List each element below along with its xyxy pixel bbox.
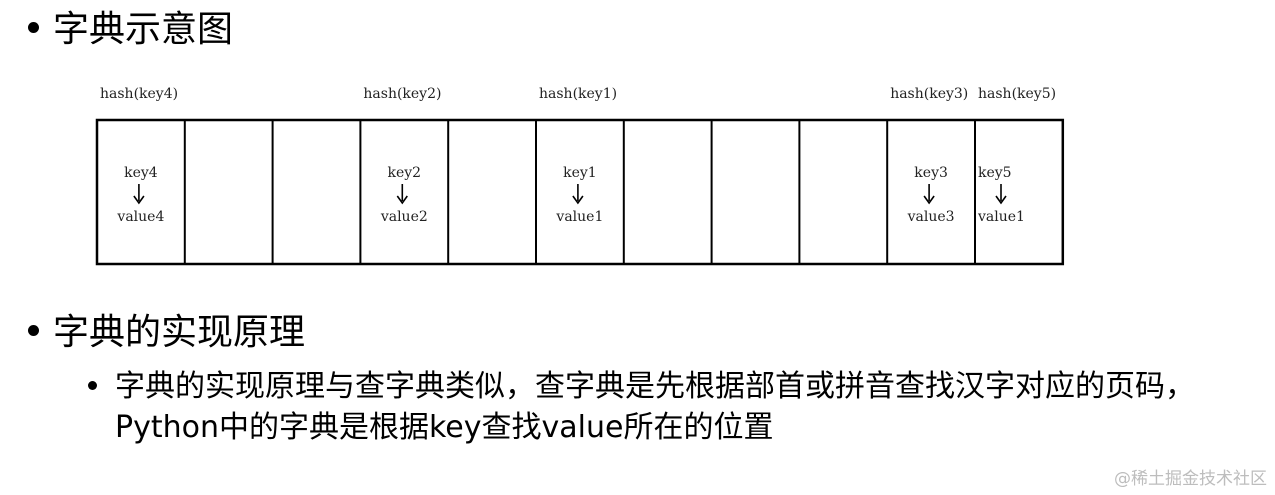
table-outline (95, 118, 1065, 266)
down-arrow-head (396, 195, 408, 205)
entry-key: key3 (914, 165, 948, 181)
entry-key: key1 (563, 165, 597, 181)
watermark: @稀土掘金技术社区 (1114, 469, 1267, 489)
down-arrow-head (995, 195, 1007, 205)
down-arrow-head (133, 195, 145, 205)
principle-section-heading: 字典的实现原理 (28, 311, 305, 355)
hash-table-diagram: hash(key4) hash(key2) hash(key1) hash(key3)… (95, 86, 1065, 266)
entry-value: value3 (907, 209, 955, 225)
principle-section-title: 字典的实现原理 (53, 312, 306, 353)
diagram-section-heading: 字典示意图 (28, 8, 233, 52)
down-arrow-head (572, 195, 584, 205)
principle-description-text: 字典的实现原理与查字典类似，查字典是先根据部首或拼音查找汉字对应的页码，Pyth… (115, 369, 1195, 445)
bullet-dot (28, 324, 39, 336)
entry-value: value1 (555, 209, 603, 225)
hash-label: hash(key2) (363, 86, 441, 102)
entry-value: value4 (116, 209, 164, 225)
hash-label: hash(key3) (890, 86, 968, 102)
hash-label: hash(key5) (978, 86, 1056, 102)
entry-value: value2 (380, 209, 428, 225)
entry-key: key2 (388, 165, 422, 181)
hash-label: hash(key4) (100, 86, 178, 102)
diagram-section-title: 字典示意图 (53, 9, 234, 50)
entry-key: key4 (124, 165, 158, 181)
hash-label: hash(key1) (539, 86, 617, 102)
entry-value: value1 (977, 209, 1025, 225)
principle-description: 字典的实现原理与查字典类似，查字典是先根据部首或拼音查找汉字对应的页码，Pyth… (88, 366, 1248, 448)
sub-bullet-dot (88, 381, 97, 390)
entry-key: key5 (978, 165, 1012, 181)
bullet-dot (28, 21, 39, 33)
down-arrow-head (923, 195, 935, 205)
